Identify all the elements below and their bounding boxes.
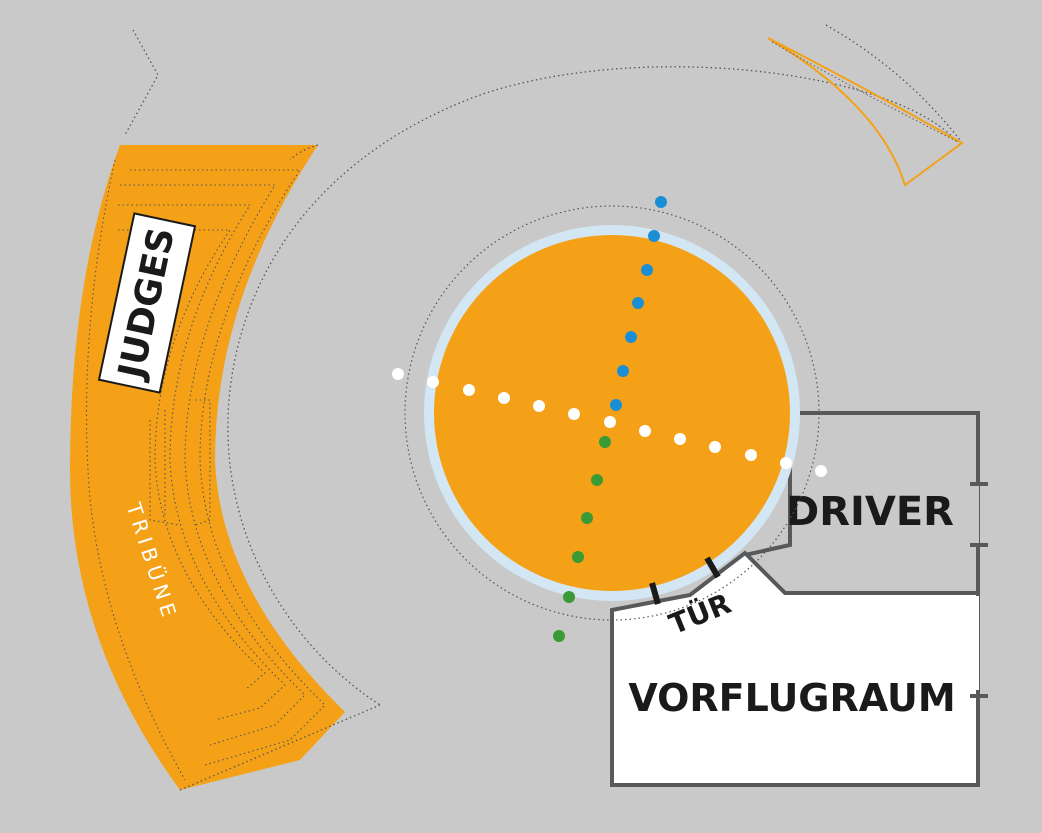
green-marker (563, 591, 575, 603)
door-mark-left (649, 582, 661, 605)
white-marker (533, 400, 545, 412)
white-marker (639, 425, 651, 437)
preflight-room (610, 550, 980, 787)
tribune-terrace-lines (85, 159, 326, 781)
white-marker (463, 384, 475, 396)
door-mark-right (704, 556, 721, 579)
blue-marker (617, 365, 629, 377)
blue-marker (655, 196, 667, 208)
white-marker (674, 433, 686, 445)
driver-label: DRIVER (786, 489, 954, 535)
blue-marker (610, 399, 622, 411)
tribune-outer-dotted-outline (179, 704, 381, 791)
top-right-dotted-line (825, 24, 961, 141)
white-marker (498, 392, 510, 404)
green-marker (599, 436, 611, 448)
green-marker (591, 474, 603, 486)
green-marker (572, 551, 584, 563)
green-marker (581, 512, 593, 524)
green-marker (553, 630, 565, 642)
arena-safety-dotted-circle (404, 205, 820, 621)
preflight-room-label: VORFLUGRAUM (628, 676, 955, 720)
white-marker (427, 376, 439, 388)
white-marker (392, 368, 404, 380)
white-marker (745, 449, 757, 461)
blue-marker (632, 297, 644, 309)
top-right-orange-wedge (767, 37, 964, 187)
white-marker (780, 457, 792, 469)
blue-marker (625, 331, 637, 343)
blue-markers (610, 196, 667, 411)
blue-marker (641, 264, 653, 276)
white-marker (568, 408, 580, 420)
white-marker (815, 465, 827, 477)
white-marker (604, 416, 616, 428)
blue-marker (648, 230, 660, 242)
white-markers (392, 368, 827, 477)
arena-floor (434, 235, 790, 591)
green-markers (553, 436, 611, 642)
white-marker (709, 441, 721, 453)
left-boundary-dotted-line (124, 29, 159, 136)
